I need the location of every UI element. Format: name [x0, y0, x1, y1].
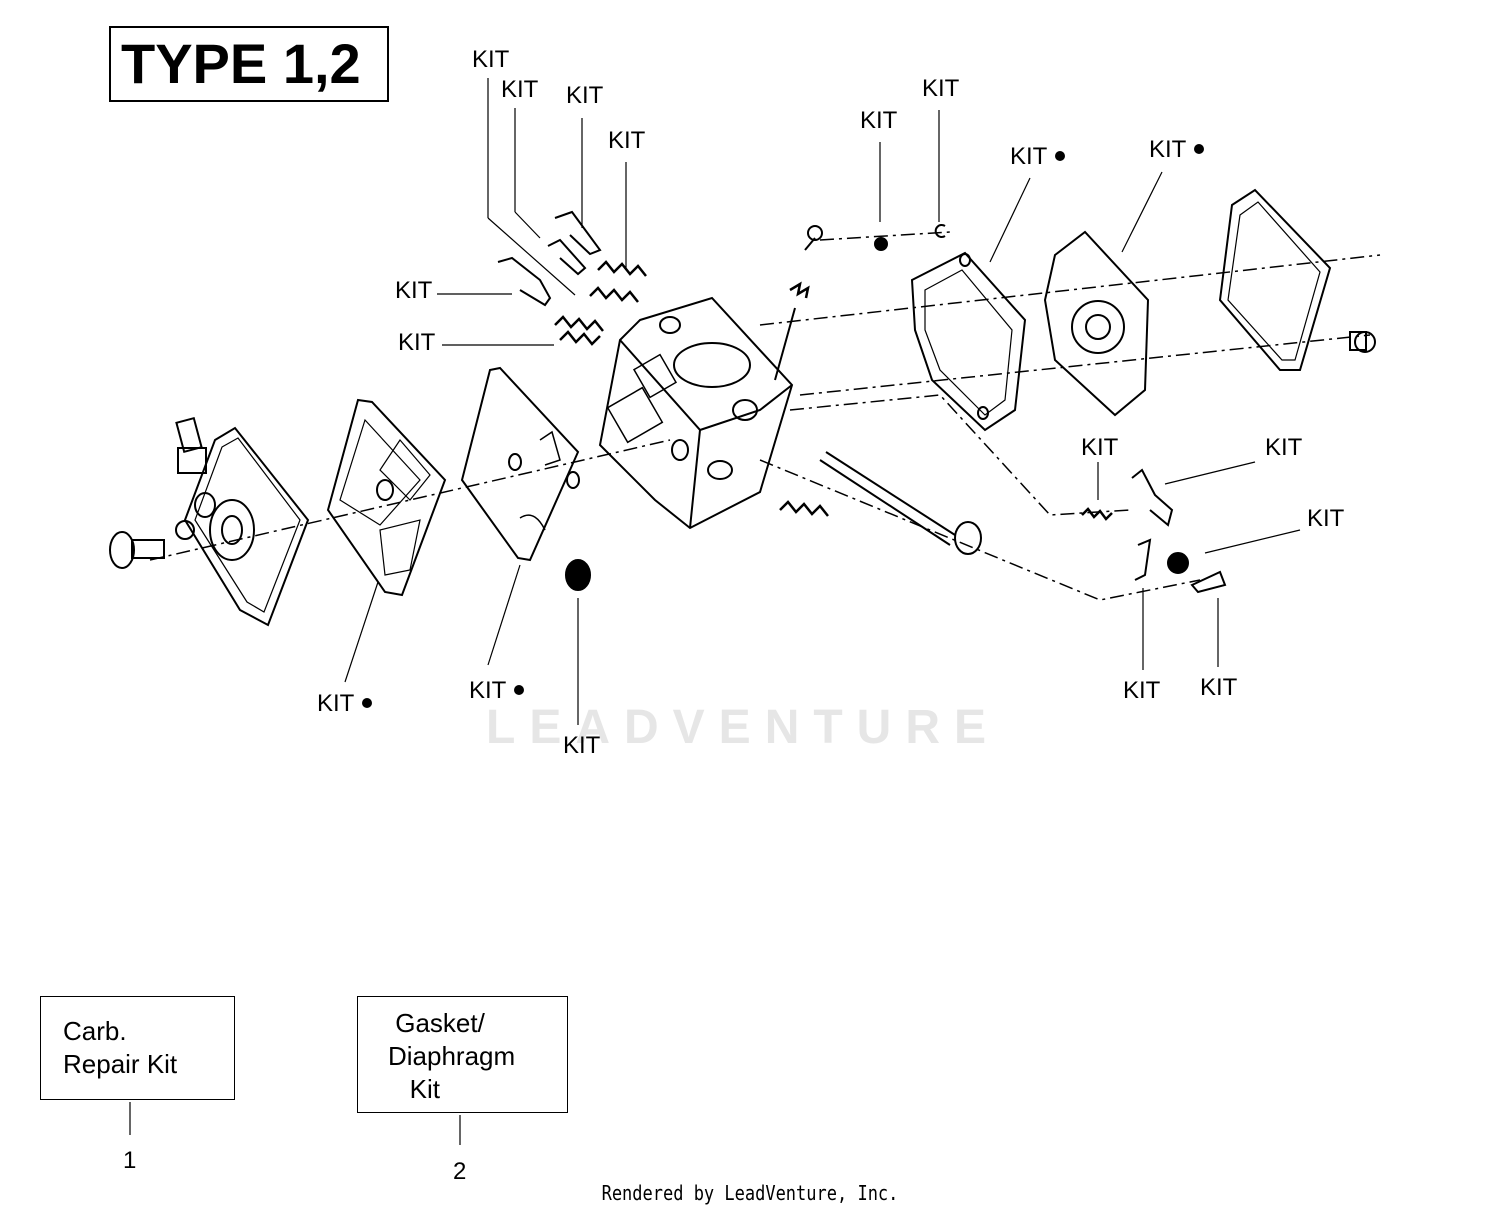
kit-callout: KIT — [501, 76, 539, 103]
plug — [565, 559, 591, 591]
gasket-2 — [910, 251, 1027, 432]
diaphragm-2 — [1043, 230, 1150, 417]
kit-callout: KIT — [563, 732, 601, 759]
kit-callout: KIT — [1265, 434, 1303, 461]
diaphragm-plate — [460, 366, 580, 562]
screw — [109, 531, 165, 569]
bullet-dot — [1055, 150, 1066, 161]
kit-callout: KIT — [608, 127, 646, 154]
kit-callout: KIT — [1081, 434, 1119, 461]
kit-callout: KIT — [1307, 505, 1345, 532]
legend-line: Carb. — [63, 1016, 127, 1046]
legend-number-1: 1 — [123, 1147, 137, 1174]
footer-credit: Rendered by LeadVenture, Inc. — [601, 1181, 899, 1205]
kit-callout: KIT — [1200, 674, 1238, 701]
kit-callout: KIT — [398, 329, 436, 356]
kit-callout-dot: KIT — [1149, 138, 1205, 162]
needles-springs — [497, 210, 647, 346]
legend-carb-repair-kit: Carb. Repair Kit — [40, 996, 235, 1100]
kit-callout: KIT — [860, 107, 898, 134]
legend-line: Gasket/ — [388, 1008, 485, 1038]
legend-line: Repair Kit — [63, 1049, 178, 1079]
bullet-dot — [514, 684, 525, 695]
inlet-needle — [1134, 538, 1227, 594]
kit-callout-dot: KIT — [469, 679, 525, 703]
kit-callout-dot: KIT — [1010, 145, 1066, 169]
kit-callout: KIT — [472, 46, 510, 73]
watermark: LEADVENTURE — [486, 701, 1001, 754]
assembly-axis — [149, 231, 1381, 601]
kit-callout: KIT — [1123, 677, 1161, 704]
carburetor-body — [598, 296, 794, 530]
legend-number-2: 2 — [453, 1158, 467, 1185]
legend-line: Kit — [388, 1074, 441, 1104]
cover-2 — [1218, 188, 1376, 371]
kit-callout-dot: KIT — [317, 692, 373, 716]
pump-cover — [175, 416, 310, 627]
kit-callout: KIT — [566, 82, 604, 109]
gasket-1 — [326, 398, 447, 597]
bullet-dot — [1194, 143, 1205, 154]
leader-lines — [129, 78, 1301, 1145]
type-label: TYPE 1,2 — [109, 26, 389, 102]
metering-lever — [1081, 468, 1174, 527]
kit-callout: KIT — [395, 277, 433, 304]
throttle-shaft — [779, 451, 982, 555]
legend-gasket-diaphragm-kit: Gasket/ Diaphragm Kit — [357, 996, 568, 1113]
linkage — [774, 224, 946, 381]
bullet-dot — [362, 697, 373, 708]
kit-callout: KIT — [922, 75, 960, 102]
legend-line: Diaphragm — [388, 1041, 516, 1071]
